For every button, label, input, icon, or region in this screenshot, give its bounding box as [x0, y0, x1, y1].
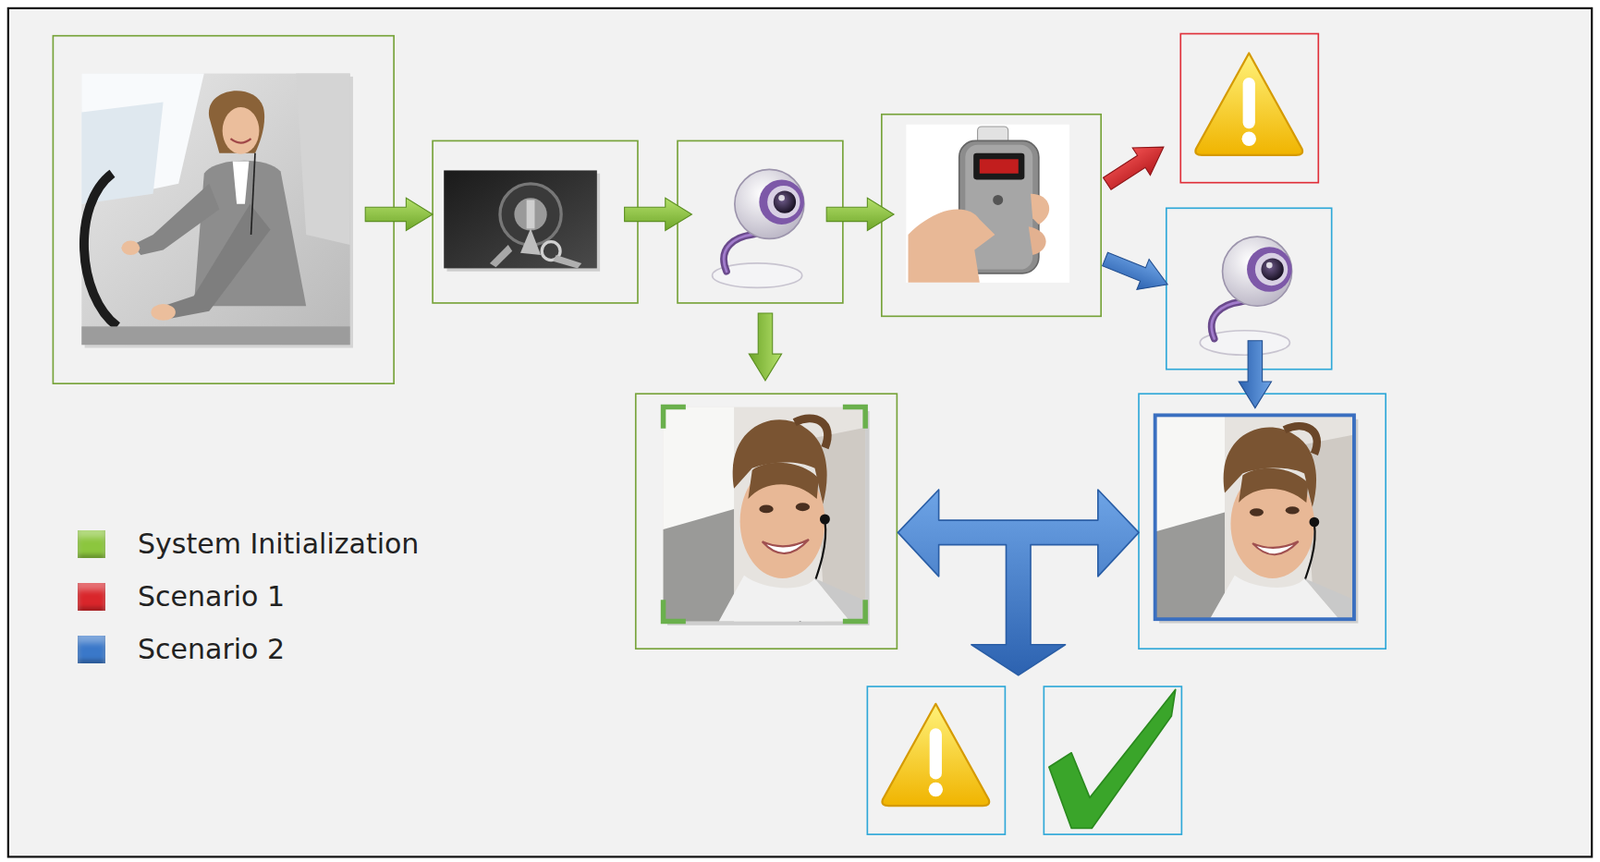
check-mark-icon	[1043, 686, 1182, 835]
breathalyzer-photo-part	[881, 114, 1101, 318]
ignition-key-photo-part	[520, 228, 541, 256]
legend-entry: Scenario 1	[77, 570, 419, 623]
flow-arrow-part	[748, 313, 782, 381]
reference-face-photo-part	[842, 407, 866, 429]
breathalyzer-photo-part	[908, 209, 996, 283]
warning-icon-part	[867, 686, 1005, 835]
driver-photo-part	[232, 161, 250, 205]
flow-arrow-part	[1238, 341, 1271, 409]
driver-photo-part	[295, 73, 351, 245]
reference-face-photo-part	[842, 599, 866, 622]
ignition-key-photo-part	[443, 170, 598, 269]
driver-photo-part	[52, 36, 394, 384]
driver-photo	[52, 36, 394, 384]
outer-frame	[8, 8, 1592, 857]
driver-photo-part	[150, 304, 175, 321]
check-mark-icon-part	[1043, 686, 1182, 835]
legend-swatch	[77, 583, 106, 611]
driver-photo-part	[163, 204, 271, 319]
legend-swatch	[77, 530, 106, 559]
flow-arrow	[1099, 244, 1272, 409]
reference-face-photo-part	[635, 393, 898, 649]
breathalyzer-photo-part	[964, 145, 1033, 270]
webcam-icon	[677, 140, 843, 304]
warning-icon	[1180, 34, 1319, 184]
warning-icon-part	[1195, 52, 1303, 155]
webcam-icon-part	[677, 140, 843, 304]
flow-arrow-part	[1098, 133, 1173, 197]
breathalyzer-photo-part	[973, 153, 1025, 181]
driver-photo-part	[230, 138, 251, 143]
ignition-key-photo-part	[552, 255, 582, 269]
warning-icon-part	[881, 704, 990, 807]
driver-photo-part	[121, 241, 140, 256]
driver-photo-part	[81, 73, 350, 346]
webcam-icon-part	[712, 169, 805, 288]
breathalyzer-photo-part	[992, 195, 1003, 206]
reference-face-photo-part	[663, 407, 686, 429]
breathalyzer-photo	[881, 114, 1101, 318]
driver-photo-part	[133, 183, 220, 256]
ignition-key-photo-part	[526, 199, 536, 229]
ignition-key-photo-part	[489, 244, 513, 268]
captured-face-photo-part	[1155, 415, 1355, 620]
breathalyzer-photo-part	[905, 124, 1070, 283]
breathalyzer-photo-part	[979, 158, 1019, 173]
breathalyzer-photo-part	[1030, 194, 1050, 225]
breathalyzer-photo-part	[1028, 226, 1047, 256]
driver-photo-part	[84, 173, 118, 328]
ignition-key-photo	[432, 140, 638, 304]
captured-face-photo-part	[1155, 415, 1355, 620]
warning-icon-part	[1180, 34, 1319, 184]
legend-entry: System Initialization	[77, 517, 419, 571]
compare-arrow	[897, 489, 1139, 676]
flow-arrow-part	[365, 197, 433, 231]
legend: System InitializationScenario 1 Scenario …	[77, 517, 419, 676]
captured-face-photo	[1138, 393, 1386, 649]
driver-photo-part	[81, 326, 350, 345]
legend-text: System Initialization	[137, 527, 419, 561]
flow-arrow-part	[1099, 244, 1174, 300]
legend-entry: Scenario 2	[77, 622, 419, 676]
check-mark-icon-part	[1049, 689, 1176, 829]
reference-face-photo-part	[663, 599, 686, 622]
reference-face-photo	[635, 393, 898, 649]
driver-photo-part	[222, 107, 260, 155]
warning-icon	[867, 686, 1005, 835]
flow-arrow-part	[624, 197, 693, 231]
ignition-key-photo-part	[432, 140, 638, 304]
reference-face-photo-part	[663, 407, 867, 623]
driver-photo-part	[251, 153, 256, 235]
ignition-key-photo-part	[513, 197, 547, 231]
flow-arrow	[1098, 133, 1173, 197]
captured-face-photo-part	[1138, 393, 1386, 649]
webcam-icon-part	[1199, 236, 1292, 355]
legend-text: Scenario 1	[137, 580, 285, 613]
flow-arrow	[365, 197, 894, 381]
flow-arrow-part	[826, 197, 894, 231]
legend-text: Scenario 2	[137, 633, 285, 666]
legend-swatch	[77, 635, 106, 664]
